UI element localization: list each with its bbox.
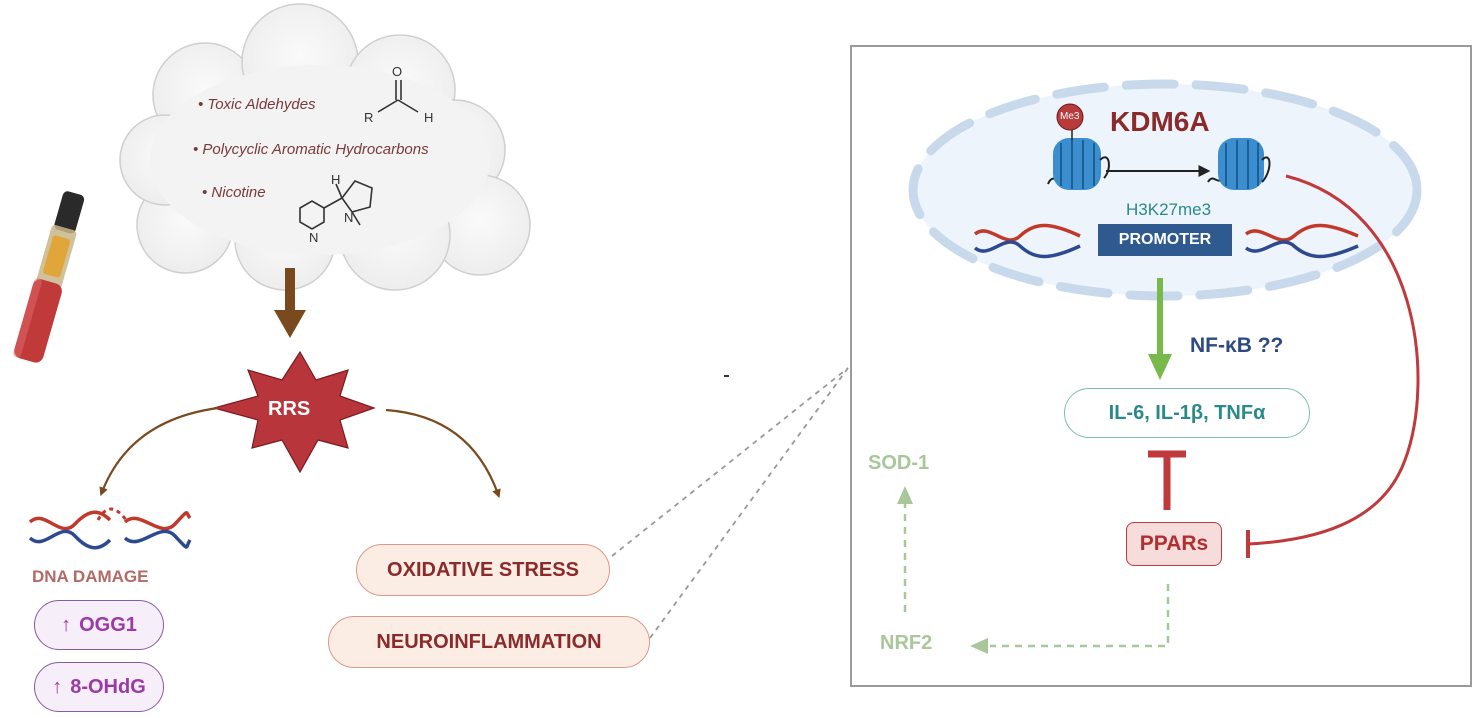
me3-badge <box>1056 103 1084 131</box>
oxidative-stress-box: OXIDATIVE STRESS <box>356 544 610 596</box>
nrf2-arrowhead <box>970 638 988 654</box>
kdm6a-label: KDM6A <box>1110 106 1210 137</box>
cytokines-box: IL-6, IL-1β, TNFα <box>1064 388 1310 438</box>
vapor-cloud <box>119 3 531 291</box>
ogg1-badge: ↑ OGG1 <box>34 600 164 650</box>
sod1-label: SOD-1 <box>868 452 930 474</box>
rrs-to-stress-arrow <box>385 408 501 499</box>
damaged-dna-icon <box>28 507 192 550</box>
nicotine-h-label: H <box>331 172 341 187</box>
cloud-to-rrs-arrow <box>274 268 306 338</box>
nicotine-ring-n-label: N <box>309 230 319 245</box>
up-arrow-icon: ↑ <box>52 675 63 698</box>
nrf2-label: NRF2 <box>880 632 933 654</box>
aldehyde-o-label: O <box>392 64 403 79</box>
promoter-to-cytokines-arrow <box>1148 278 1172 380</box>
h3k27me3-label: H3K27me3 <box>1126 200 1212 219</box>
nucleosome-left-icon <box>1047 128 1110 190</box>
aldehyde-r-label: R <box>364 110 374 125</box>
nicotine-pyrrolidine-n-label: N <box>344 210 354 225</box>
e-cigarette-icon <box>13 191 85 363</box>
nfkb-label: NF-κB ?? <box>1190 334 1284 357</box>
cloud-item-pahs: • Polycyclic Aromatic Hydrocarbons <box>193 141 429 158</box>
dna-damage-title: DNA DAMAGE <box>32 567 149 586</box>
zoom-line-lower <box>649 367 849 639</box>
dna-strand-left-icon <box>973 223 1081 259</box>
ppars-box: PPARs <box>1126 522 1222 566</box>
ogg1-label: OGG1 <box>79 613 137 636</box>
rrs-to-dna-arrow <box>99 406 219 497</box>
8-ohdg-label: 8-OHdG <box>70 675 146 698</box>
nicotine-structure-icon <box>299 180 373 230</box>
rrs-starburst <box>211 350 376 474</box>
kdm6a-inhibits-ppars-line <box>1247 174 1420 546</box>
neuroinflammation-box: NEUROINFLAMMATION <box>328 616 650 668</box>
aldehyde-structure-icon <box>377 80 419 113</box>
zoom-line-upper <box>611 367 849 557</box>
ppars-nrf2-pathway <box>903 502 1170 648</box>
sod1-arrowhead <box>897 486 913 504</box>
aldehyde-h-label: H <box>424 110 434 125</box>
cloud-item-nicotine: • Nicotine <box>202 184 266 201</box>
dna-strand-right-icon <box>1244 223 1359 259</box>
rrs-label: RRS <box>268 398 311 420</box>
promoter-box: PROMOTER <box>1098 224 1232 256</box>
me3-label: Me3 <box>1060 111 1080 122</box>
nucleosome-right-icon <box>1207 138 1271 190</box>
stray-mark <box>724 375 729 377</box>
cloud-item-aldehydes: • Toxic Aldehydes <box>198 96 316 113</box>
up-arrow-icon: ↑ <box>61 613 72 636</box>
8-ohdg-badge: ↑ 8-OHdG <box>34 662 164 712</box>
